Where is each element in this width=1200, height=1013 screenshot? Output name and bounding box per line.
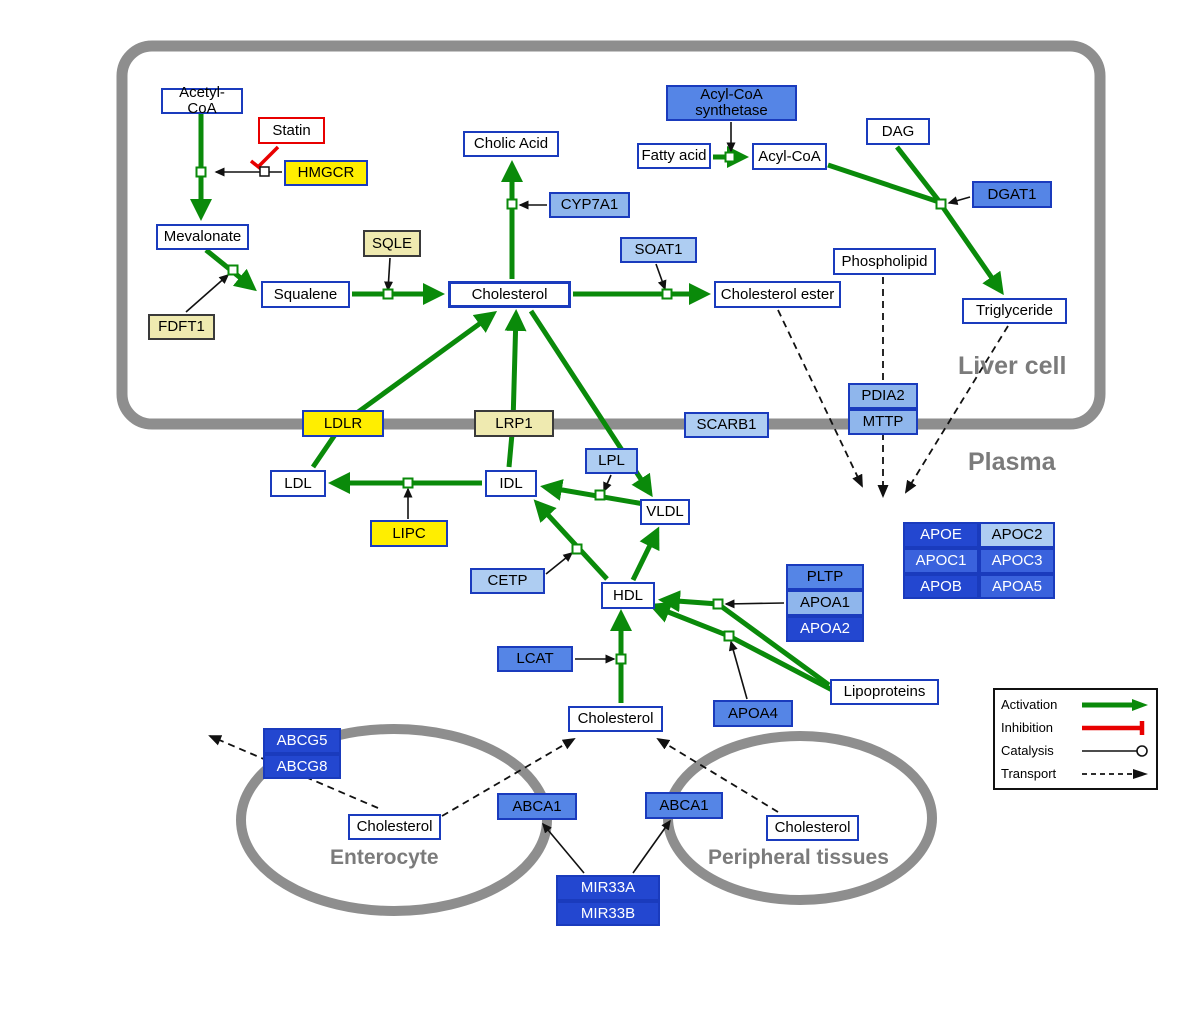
node-soat1[interactable]: SOAT1: [620, 237, 697, 263]
liver-cell-membrane: [116, 40, 1106, 430]
node-hdl[interactable]: HDL: [601, 582, 655, 609]
node-apoc3[interactable]: APOC3: [979, 548, 1055, 574]
node-abcg8[interactable]: ABCG8: [263, 754, 341, 779]
region-label-enterocyte: Enterocyte: [330, 846, 439, 869]
node-lipc[interactable]: LIPC: [370, 520, 448, 547]
node-abca1-enterocyte[interactable]: ABCA1: [497, 793, 577, 820]
node-cholic-acid[interactable]: Cholic Acid: [463, 131, 559, 157]
node-dgat1[interactable]: DGAT1: [972, 181, 1052, 208]
node-scarb1[interactable]: SCARB1: [684, 412, 769, 438]
node-apoe[interactable]: APOE: [903, 522, 979, 548]
legend-row-catalysis: Catalysis: [1001, 740, 1150, 762]
reaction-nodes: [195, 151, 947, 665]
node-cetp[interactable]: CETP: [470, 568, 545, 594]
node-lipoproteins[interactable]: Lipoproteins: [830, 679, 939, 705]
node-apoc2[interactable]: APOC2: [979, 522, 1055, 548]
region-label-plasma: Plasma: [968, 448, 1056, 476]
legend-row-activation: Activation: [1001, 694, 1150, 716]
inhibition-target-node: [259, 166, 270, 177]
region-label-peripheral-tissues: Peripheral tissues: [708, 846, 889, 869]
legend-row-inhibition: Inhibition: [1001, 717, 1150, 739]
legend-activation-label: Activation: [1001, 697, 1058, 712]
node-cholesterol-ester[interactable]: Cholesterol ester: [714, 281, 841, 308]
node-cholesterol-liver[interactable]: Cholesterol: [448, 281, 571, 308]
legend-transport-label: Transport: [1001, 766, 1057, 781]
node-apoa4[interactable]: APOA4: [713, 700, 793, 727]
node-statin[interactable]: Statin: [258, 117, 325, 144]
transport-arrow-icon: [1082, 768, 1148, 779]
node-pltp[interactable]: PLTP: [786, 564, 864, 590]
legend: Activation Inhibition Catalysis Transpor…: [993, 688, 1158, 790]
legend-inhibition-label: Inhibition: [1001, 720, 1054, 735]
node-apoa2[interactable]: APOA2: [786, 616, 864, 642]
node-cholesterol-peripheral[interactable]: Cholesterol: [766, 815, 859, 841]
node-cholesterol-plasma[interactable]: Cholesterol: [568, 706, 663, 732]
node-fdft1[interactable]: FDFT1: [148, 314, 215, 340]
membranes: [116, 40, 1106, 916]
node-idl[interactable]: IDL: [485, 470, 537, 497]
node-fatty-acid[interactable]: Fatty acid: [637, 143, 711, 169]
legend-catalysis-label: Catalysis: [1001, 743, 1054, 758]
node-lpl[interactable]: LPL: [585, 448, 638, 474]
catalysis-edges: [185, 122, 971, 874]
inhibition-bar-icon: [1082, 720, 1145, 735]
activation-arrow-icon: [1082, 698, 1148, 711]
node-apob[interactable]: APOB: [903, 574, 979, 599]
node-mevalonate[interactable]: Mevalonate: [156, 224, 249, 250]
activation-edges: [190, 114, 1004, 703]
node-ldlr[interactable]: LDLR: [302, 410, 384, 437]
node-mttp[interactable]: MTTP: [848, 409, 918, 435]
node-acyl-coa-synthetase[interactable]: Acyl-CoA synthetase: [666, 85, 797, 121]
node-abcg5[interactable]: ABCG5: [263, 728, 341, 754]
node-cyp7a1[interactable]: CYP7A1: [549, 192, 630, 218]
node-hmgcr[interactable]: HMGCR: [284, 160, 368, 186]
node-abca1-peripheral[interactable]: ABCA1: [645, 792, 723, 819]
enterocyte-membrane: [236, 724, 552, 916]
node-acyl-coa[interactable]: Acyl-CoA: [752, 143, 827, 170]
node-phospholipid[interactable]: Phospholipid: [833, 248, 936, 275]
node-apoc1[interactable]: APOC1: [903, 548, 979, 574]
node-mir33b[interactable]: MIR33B: [556, 901, 660, 926]
node-sqle[interactable]: SQLE: [363, 230, 421, 257]
node-dag[interactable]: DAG: [866, 118, 930, 145]
node-mir33a[interactable]: MIR33A: [556, 875, 660, 901]
node-triglyceride[interactable]: Triglyceride: [962, 298, 1067, 324]
node-pdia2[interactable]: PDIA2: [848, 383, 918, 409]
node-acetyl-coa[interactable]: Acetyl-CoA: [161, 85, 243, 116]
node-vldl[interactable]: VLDL: [640, 499, 690, 525]
node-apoa5[interactable]: APOA5: [979, 574, 1055, 599]
node-apoa1[interactable]: APOA1: [786, 590, 864, 616]
node-lcat[interactable]: LCAT: [497, 646, 573, 672]
node-cholesterol-enterocyte[interactable]: Cholesterol: [348, 814, 441, 840]
node-squalene[interactable]: Squalene: [261, 281, 350, 308]
node-ldl[interactable]: LDL: [270, 470, 326, 497]
region-label-liver-cell: Liver cell: [958, 352, 1067, 380]
catalysis-circle-icon: [1082, 744, 1148, 757]
node-lrp1[interactable]: LRP1: [474, 410, 554, 437]
legend-row-transport: Transport: [1001, 763, 1150, 785]
